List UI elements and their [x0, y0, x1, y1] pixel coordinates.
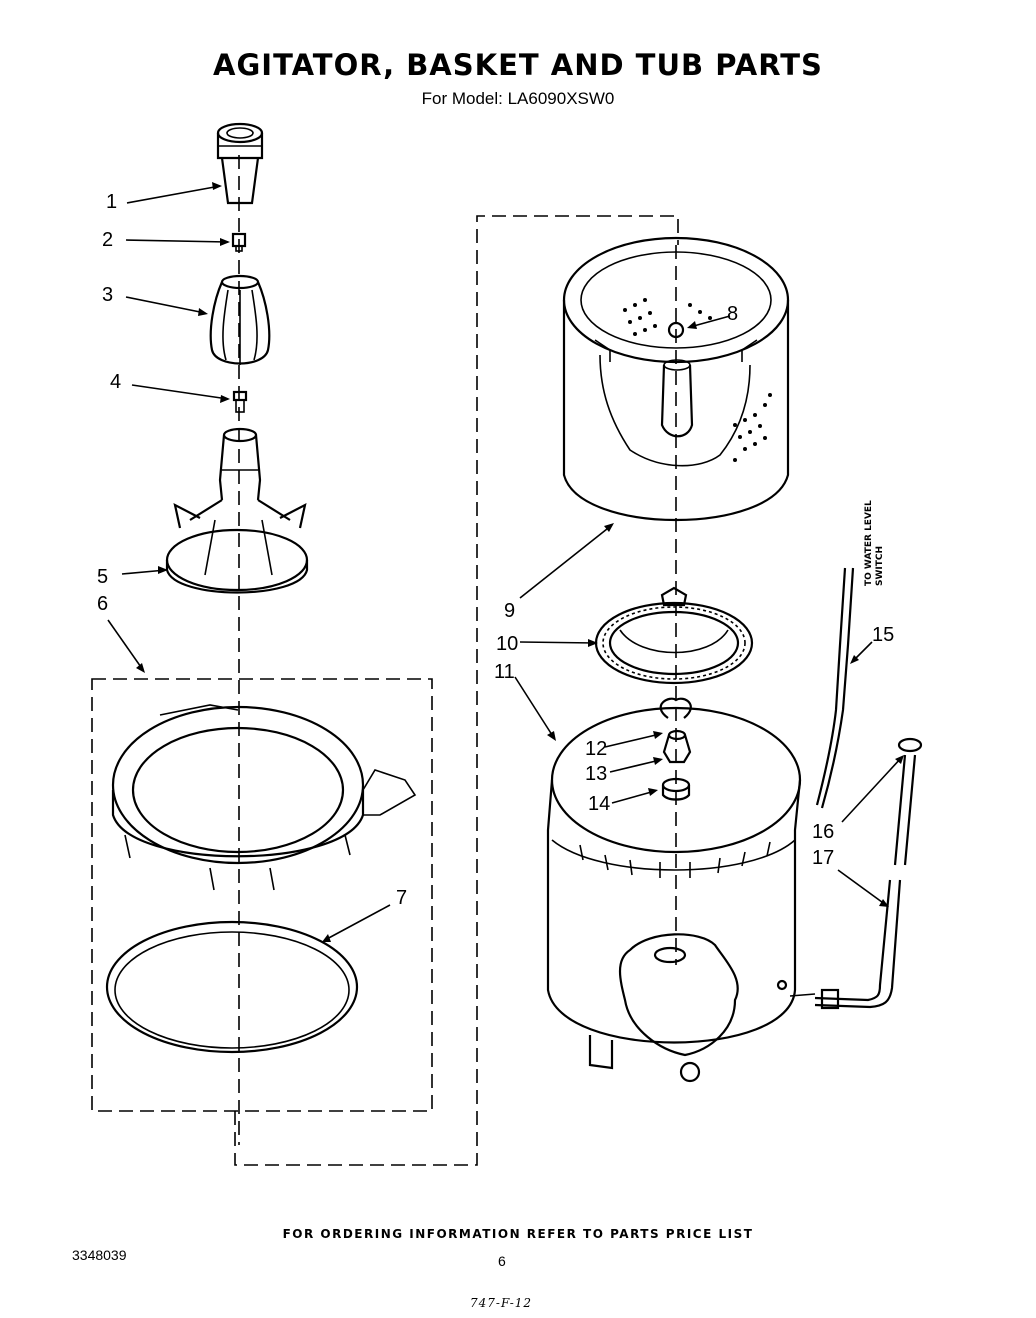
bushing-part — [662, 729, 692, 764]
callout-10: 10 — [496, 633, 518, 655]
tub-gasket-part — [105, 920, 359, 1054]
tub-ring-part — [111, 704, 417, 891]
agitator-seal-group-frame — [91, 678, 433, 1112]
callout-4: 4 — [110, 371, 121, 393]
outer-tub-part — [546, 706, 802, 1083]
callout-1: 1 — [106, 191, 117, 213]
callout-7: 7 — [396, 887, 407, 909]
callout-3: 3 — [102, 284, 113, 306]
page-title: AGITATOR, BASKET AND TUB PARTS — [213, 48, 823, 82]
water-level-tube-part — [815, 567, 855, 809]
callout-2: 2 — [102, 229, 113, 251]
callout-12: 12 — [585, 738, 607, 760]
callout-6: 6 — [97, 593, 108, 615]
callout-8: 8 — [727, 303, 738, 325]
ordering-note: FOR ORDERING INFORMATION REFER TO PARTS … — [282, 1227, 754, 1241]
callout-13: 13 — [585, 763, 607, 785]
agitator-cap-part — [216, 122, 264, 205]
agitator-barrel-part — [209, 274, 271, 365]
page-number: 6 — [498, 1253, 506, 1269]
leader-lines — [107, 182, 904, 942]
callout-14: 14 — [588, 793, 610, 815]
model-subtitle: For Model: LA6090XSW0 — [421, 89, 615, 108]
callout-11: 11 — [494, 661, 515, 683]
basket-perforations — [623, 298, 772, 462]
callout-9: 9 — [504, 600, 515, 622]
basket-drive-hub-part — [594, 586, 754, 685]
document-number: 3348039 — [72, 1247, 127, 1263]
hub-nut-part — [661, 777, 691, 801]
callout-16: 16 — [812, 821, 834, 843]
callout-5: 5 — [97, 566, 108, 588]
agitator-base-part — [165, 427, 309, 594]
water-level-switch-note: TO WATER LEVEL SWITCH — [864, 476, 886, 586]
side-note-line-1: TO WATER LEVEL — [864, 500, 874, 586]
drain-hose-part — [789, 754, 917, 1010]
spin-basket-part — [562, 236, 790, 522]
shaft-bolt-part — [232, 390, 248, 413]
callout-15: 15 — [872, 624, 894, 646]
cap-bolt-part — [231, 232, 247, 252]
callout-17: 17 — [812, 847, 834, 869]
hose-clamp-part — [897, 737, 923, 753]
assembly-connector-line — [234, 215, 679, 1166]
side-note-line-2: SWITCH — [875, 545, 885, 586]
handwritten-note: 747-F-12 — [470, 1296, 533, 1310]
